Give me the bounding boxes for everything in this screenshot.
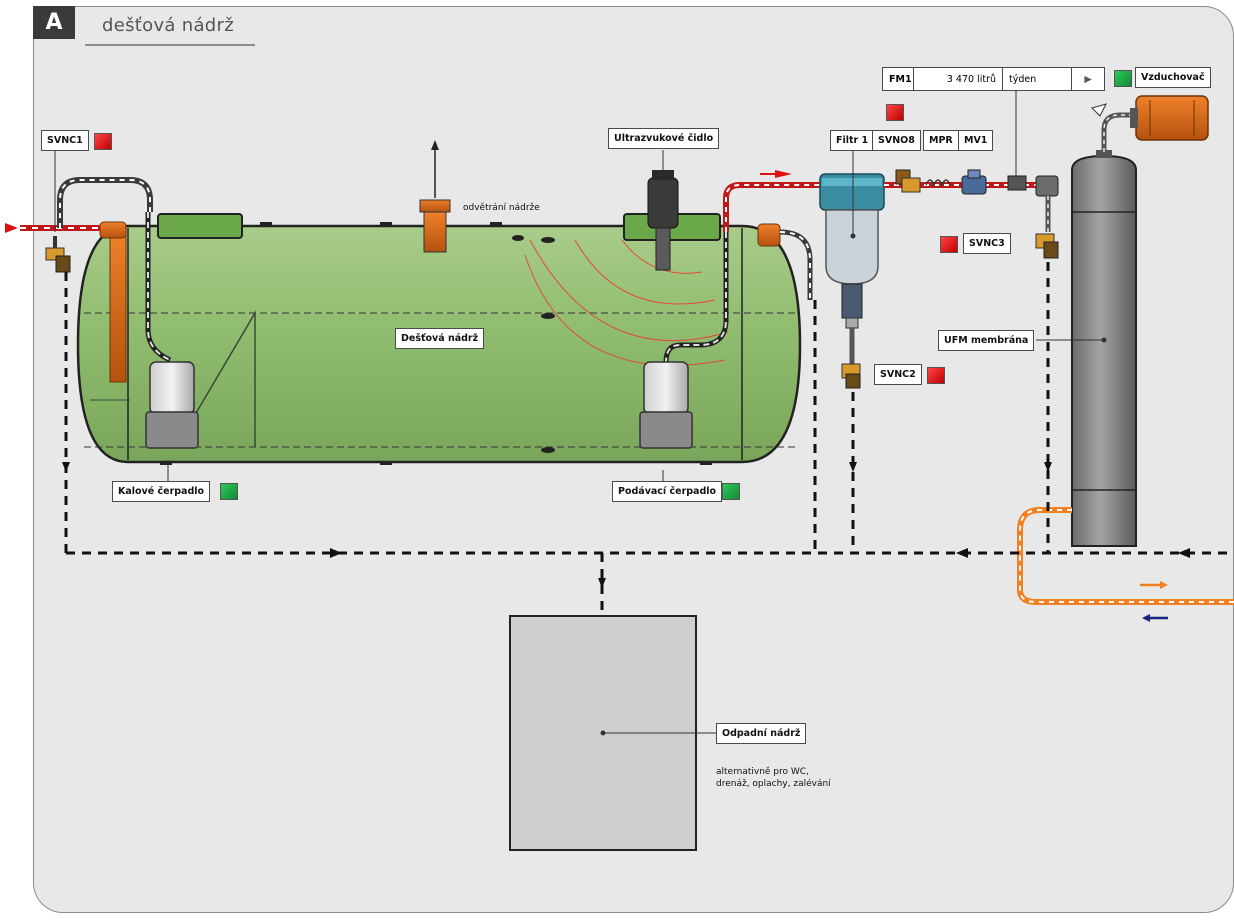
svnc3-status-indicator xyxy=(940,236,958,253)
flowmeter-period[interactable]: týden xyxy=(1003,68,1072,90)
aerator-status-indicator xyxy=(1114,70,1132,87)
play-icon[interactable]: ▶ xyxy=(1084,73,1092,85)
sludge-pump-graphic xyxy=(145,212,199,449)
svno8-label[interactable]: SVNO8 xyxy=(872,130,921,151)
inlet-pipe xyxy=(109,231,127,383)
sludge-pump-status-indicator xyxy=(220,483,238,500)
vent-pipe xyxy=(419,140,451,253)
ufm-membrane-label[interactable]: UFM membrána xyxy=(938,330,1035,351)
vent-label: odvětrání nádrže xyxy=(463,203,540,213)
flowmeter-value: 3 470 litrů xyxy=(914,68,1003,90)
waste-tank-note: alternativně pro WC, drenáž, oplachy, za… xyxy=(716,766,831,790)
svnc1-label[interactable]: SVNC1 xyxy=(41,130,89,151)
feed-pump-graphic xyxy=(639,232,729,449)
mv1-meter xyxy=(961,169,987,195)
flowmeter-name: FM1 xyxy=(883,68,914,90)
mpr-label[interactable]: MPR xyxy=(923,130,959,151)
waste-tank-label[interactable]: Odpadní nádrž xyxy=(716,723,807,744)
filter-status-indicator xyxy=(886,104,904,121)
sludge-hose xyxy=(57,177,153,228)
filter-graphic xyxy=(819,173,885,329)
aerator-label[interactable]: Vzduchovač xyxy=(1135,67,1211,88)
mpr-coil xyxy=(925,179,951,188)
inlet-line xyxy=(5,223,100,233)
svnc3-label[interactable]: SVNC3 xyxy=(963,233,1011,254)
air-outlet-icon xyxy=(1091,103,1107,117)
feed-pump-status-indicator xyxy=(722,483,740,500)
svnc2-label[interactable]: SVNC2 xyxy=(874,364,922,385)
manhole-left xyxy=(157,213,243,239)
svnc2-valve xyxy=(841,363,861,389)
svnc3-valve xyxy=(1035,233,1059,259)
sludge-pump-label[interactable]: Kalové čerpadlo xyxy=(112,481,211,502)
section-letter: A xyxy=(33,6,75,39)
ultrasonic-sensor xyxy=(647,150,679,271)
waste-tank-note-line2: drenáž, oplachy, zalévání xyxy=(716,779,831,789)
svnc2-status-indicator xyxy=(927,367,945,384)
ultrasonic-sensor-label[interactable]: Ultrazvukové čidlo xyxy=(608,128,720,149)
svnc1-valve xyxy=(45,236,71,273)
waste-tank-note-line1: alternativně pro WC, xyxy=(716,767,809,777)
fm1-sensor xyxy=(1007,90,1027,191)
aerator-graphic xyxy=(1130,95,1209,141)
drain-lines xyxy=(64,262,1234,610)
svno8-valve xyxy=(895,169,921,193)
drain-arrows xyxy=(62,462,1190,588)
feed-pump-label[interactable]: Podávací čerpadlo xyxy=(612,481,723,502)
svnc1-status-indicator xyxy=(94,133,112,150)
flowmeter-display[interactable]: FM1 3 470 litrů týden ▶ xyxy=(882,67,1105,91)
section-title-underline xyxy=(85,44,255,46)
tee-joint xyxy=(1035,175,1059,197)
mv1-label[interactable]: MV1 xyxy=(958,130,994,151)
rain-tank-label[interactable]: Dešťová nádrž xyxy=(395,328,485,349)
filter1-label[interactable]: Filtr 1 xyxy=(830,130,875,151)
section-title: dešťová nádrž xyxy=(102,15,234,36)
ufm-column xyxy=(1071,150,1137,547)
leader-lines xyxy=(54,148,1107,736)
